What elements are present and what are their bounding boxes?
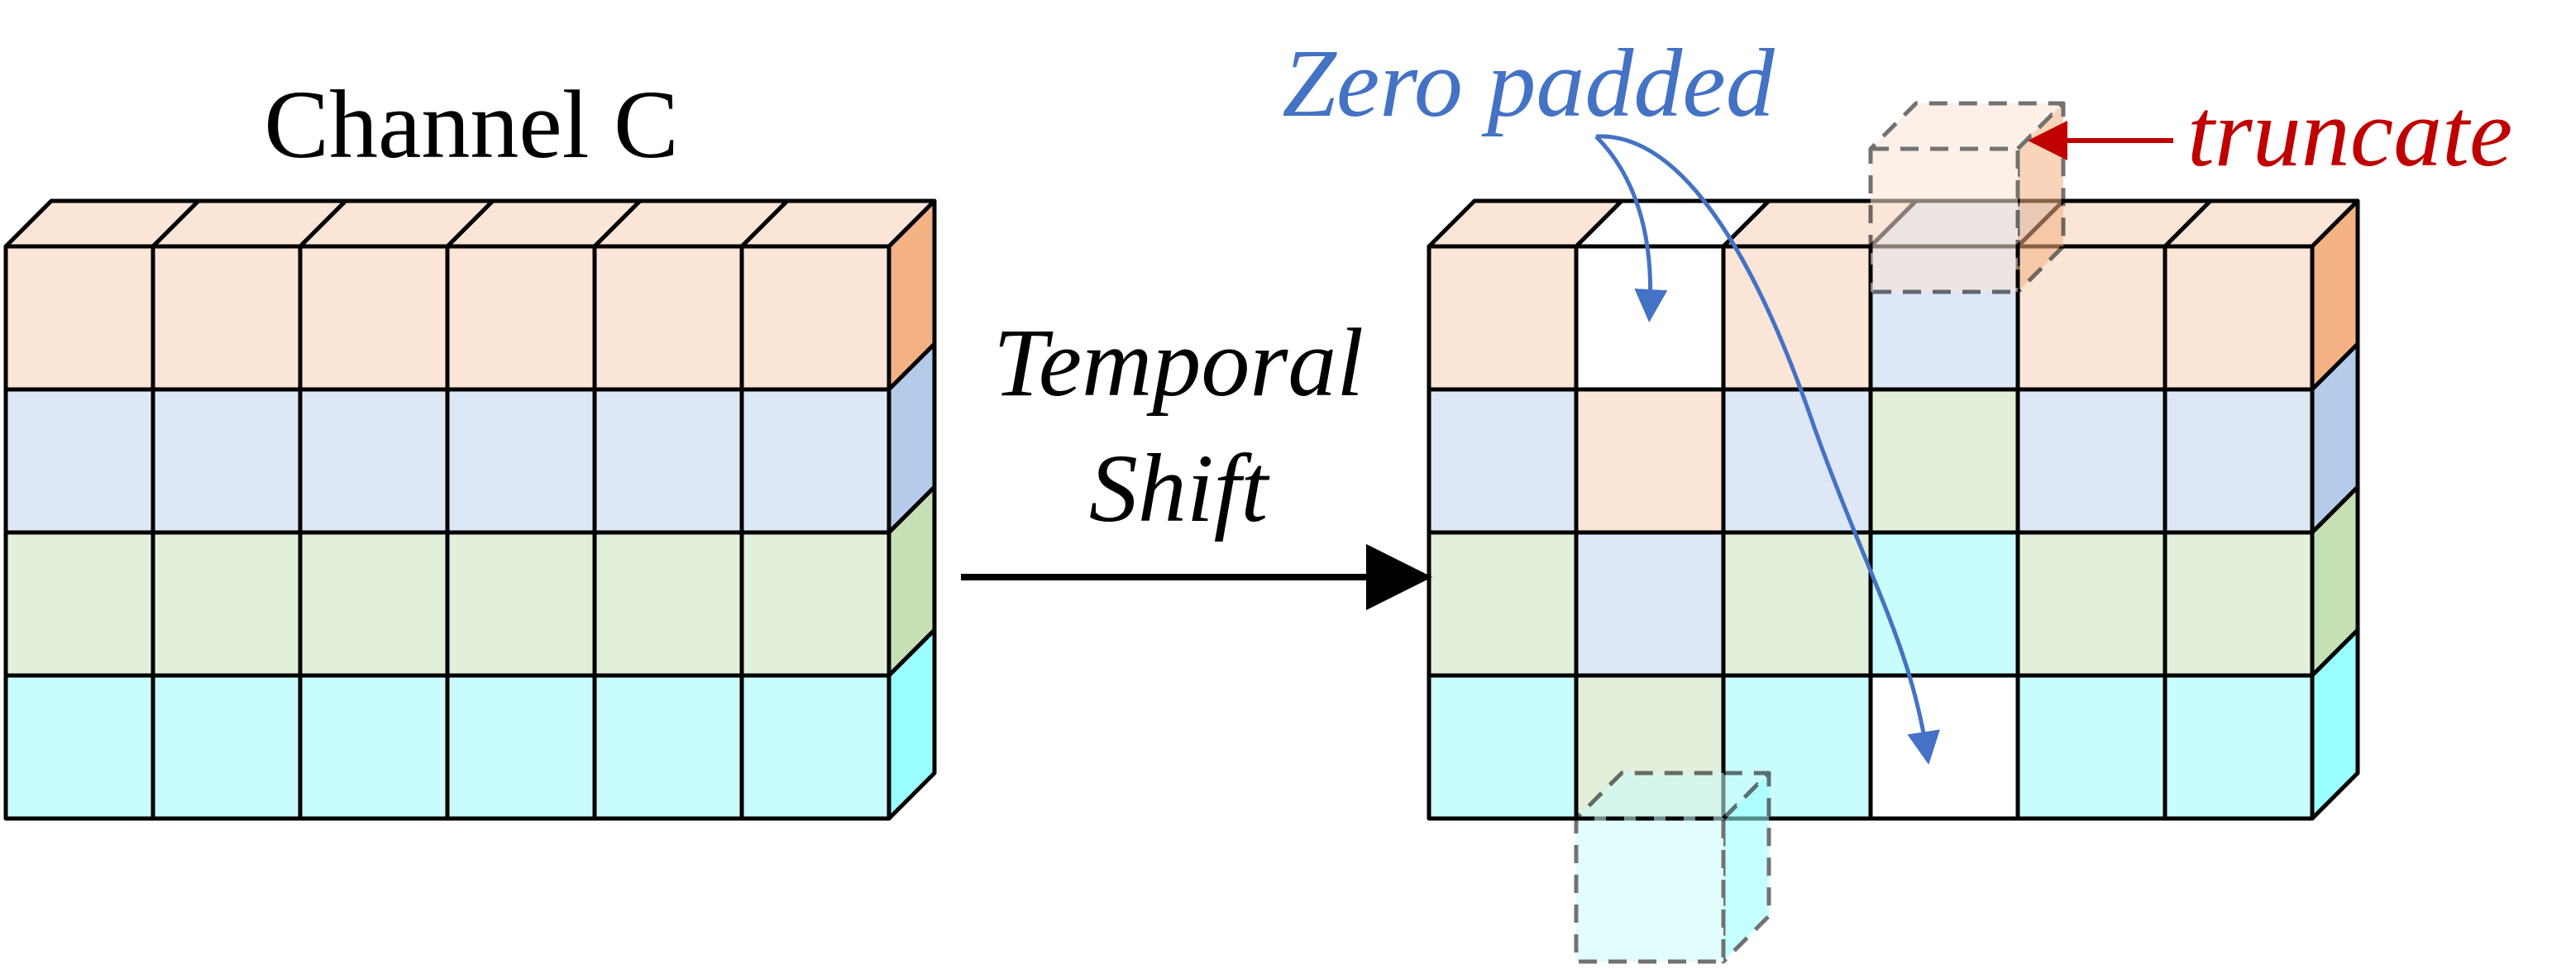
tensor-cell — [151, 244, 303, 392]
tensor-cell — [1574, 387, 1726, 535]
truncated-cube — [1574, 771, 1771, 964]
tensor-cell — [592, 244, 744, 392]
tensor-cell — [151, 673, 303, 821]
truncated-front-face — [1868, 146, 2020, 294]
tensor-cell — [298, 673, 450, 821]
tensor-cell — [2163, 530, 2315, 678]
truncate-label: truncate — [2187, 79, 2512, 187]
tensor-cell — [592, 673, 744, 821]
tensor-cell — [1427, 673, 1579, 821]
tensor-cell — [592, 530, 744, 678]
tensor-cell — [592, 387, 744, 535]
tensor-cell — [3, 673, 155, 821]
tensor-cell — [3, 387, 155, 535]
zero-padded-arrow-top — [1594, 135, 1668, 322]
original-tensor-block — [3, 198, 937, 821]
tensor-cell — [1427, 387, 1579, 535]
tensor-cell — [739, 244, 891, 392]
tensor-cell — [2015, 387, 2167, 535]
tensor-cell — [1427, 530, 1579, 678]
tensor-cell — [1868, 387, 2020, 535]
channel-label: Channel C — [264, 70, 678, 179]
tensor-cell — [2163, 387, 2315, 535]
temporal-label-line2: Shift — [1089, 434, 1271, 542]
tensor-cell — [1574, 530, 1726, 678]
zero-padded-arrow-bottom — [1595, 134, 1940, 765]
tensor-cell — [151, 387, 303, 535]
tensor-cell — [3, 530, 155, 678]
zero-padded-cell — [1868, 673, 2020, 821]
tensor-cell — [2163, 673, 2315, 821]
tensor-cell — [1427, 244, 1579, 392]
tensor-cell — [2163, 244, 2315, 392]
tensor-cell — [1721, 387, 1873, 535]
zero-padded-label: Zero padded — [1282, 29, 1775, 137]
tensor-cell — [445, 387, 597, 535]
truncated-front-face — [1574, 816, 1726, 964]
tensor-cell — [445, 673, 597, 821]
tensor-cell — [1868, 530, 2020, 678]
temporal-label-line1: Temporal — [993, 308, 1364, 417]
tensor-cell — [3, 244, 155, 392]
tensor-cell — [2015, 673, 2167, 821]
tensor-cell — [739, 387, 891, 535]
truncated-side-face — [1721, 771, 1771, 964]
truncated-cube — [1868, 101, 2066, 294]
tensor-cell — [151, 530, 303, 678]
shifted-tensor-block — [1427, 198, 2360, 821]
tensor-cell — [739, 673, 891, 821]
tensor-cell — [445, 530, 597, 678]
tensor-cell — [739, 530, 891, 678]
tensor-cell — [298, 387, 450, 535]
tensor-cell — [1721, 530, 1873, 678]
tensor-cell — [298, 244, 450, 392]
tensor-cell — [2015, 530, 2167, 678]
tensor-cell — [298, 530, 450, 678]
tensor-cell — [445, 244, 597, 392]
